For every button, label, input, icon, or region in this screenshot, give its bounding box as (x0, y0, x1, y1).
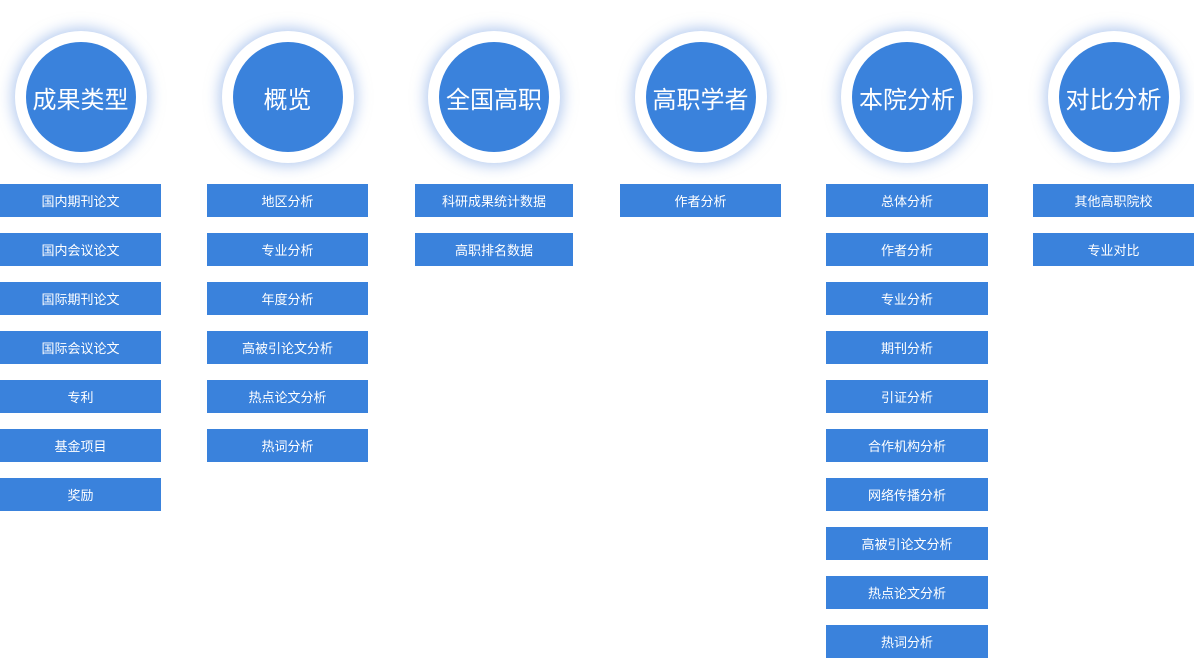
menu-item-button[interactable]: 国内期刊论文 (0, 184, 161, 217)
category-circle-vocational-scholars[interactable]: 高职学者 (634, 31, 767, 163)
category-circle-overview[interactable]: 概览 (221, 31, 354, 163)
menu-item-button[interactable]: 高被引论文分析 (207, 331, 368, 364)
menu-item-button[interactable]: 合作机构分析 (826, 429, 988, 462)
category-title: 概览 (232, 42, 343, 152)
menu-item-button[interactable]: 热点论文分析 (207, 380, 368, 413)
menu-item-button[interactable]: 热词分析 (207, 429, 368, 462)
menu-item-button[interactable]: 科研成果统计数据 (415, 184, 573, 217)
menu-item-button[interactable]: 专业分析 (207, 233, 368, 266)
menu-item-button[interactable]: 专业对比 (1033, 233, 1194, 266)
category-circle-comparison-analysis[interactable]: 对比分析 (1047, 31, 1180, 163)
menu-item-button[interactable]: 热词分析 (826, 625, 988, 658)
category-circle-achievement-type[interactable]: 成果类型 (14, 31, 147, 163)
menu-item-button[interactable]: 热点论文分析 (826, 576, 988, 609)
menu-item-button[interactable]: 高被引论文分析 (826, 527, 988, 560)
menu-item-button[interactable]: 引证分析 (826, 380, 988, 413)
menu-item-button[interactable]: 基金项目 (0, 429, 161, 462)
category-title: 成果类型 (25, 42, 136, 152)
menu-item-button[interactable]: 作者分析 (826, 233, 988, 266)
category-title: 对比分析 (1058, 42, 1169, 152)
menu-item-button[interactable]: 专利 (0, 380, 161, 413)
menu-item-button[interactable]: 高职排名数据 (415, 233, 573, 266)
menu-item-button[interactable]: 国际期刊论文 (0, 282, 161, 315)
menu-item-button[interactable]: 总体分析 (826, 184, 988, 217)
menu-item-button[interactable]: 国际会议论文 (0, 331, 161, 364)
category-circle-institute-analysis[interactable]: 本院分析 (841, 31, 973, 163)
menu-item-button[interactable]: 专业分析 (826, 282, 988, 315)
category-circle-national-vocational[interactable]: 全国高职 (428, 31, 560, 163)
menu-item-button[interactable]: 作者分析 (620, 184, 781, 217)
menu-item-button[interactable]: 奖励 (0, 478, 161, 511)
menu-item-button[interactable]: 年度分析 (207, 282, 368, 315)
menu-item-button[interactable]: 其他高职院校 (1033, 184, 1194, 217)
menu-item-button[interactable]: 国内会议论文 (0, 233, 161, 266)
menu-item-button[interactable]: 网络传播分析 (826, 478, 988, 511)
menu-item-button[interactable]: 期刊分析 (826, 331, 988, 364)
category-title: 高职学者 (645, 42, 756, 152)
category-title: 全国高职 (439, 42, 549, 152)
menu-item-button[interactable]: 地区分析 (207, 184, 368, 217)
category-title: 本院分析 (852, 42, 962, 152)
